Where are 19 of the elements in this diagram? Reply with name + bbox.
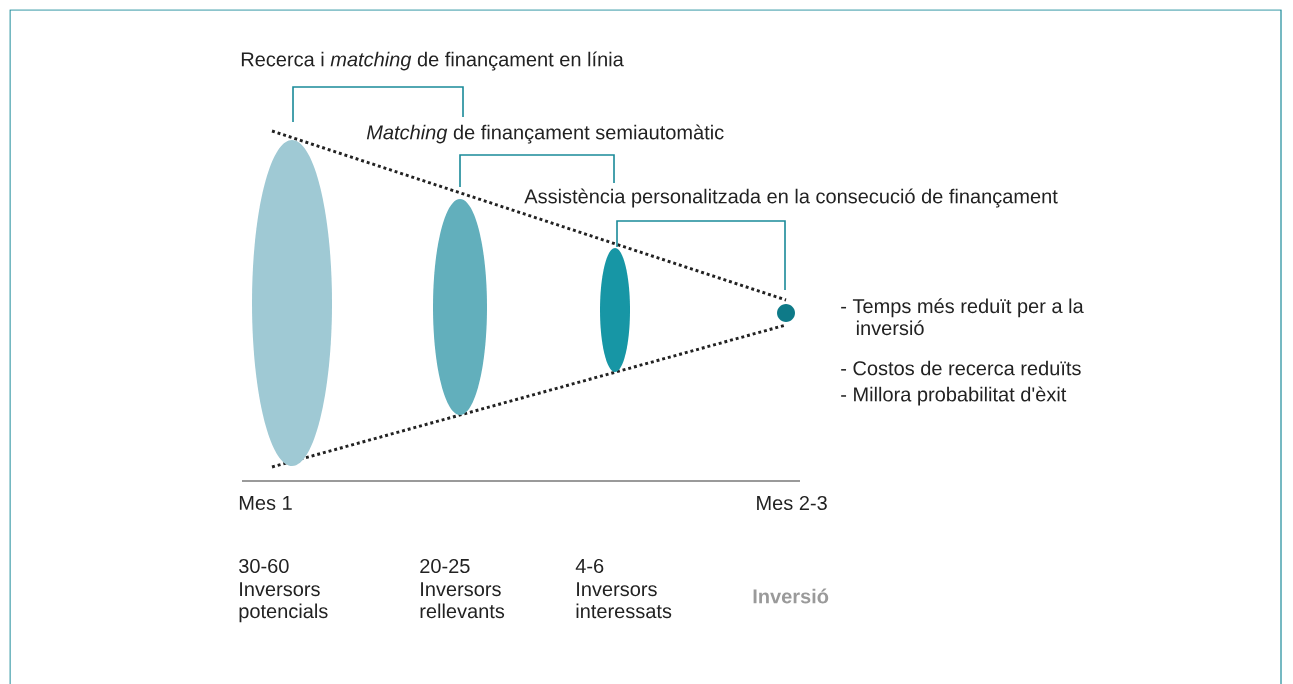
bullet-item: - Temps més reduït per a la inversió: [841, 298, 1084, 336]
outcome-label: Inversió: [753, 588, 829, 604]
ellipse-shape: [433, 199, 487, 415]
count-label: 30-60: [239, 558, 289, 574]
column-label: Inversors interessats: [576, 582, 672, 619]
bracket-label: Recerca i matching de finançament en línia: [241, 51, 624, 71]
column-label: Inversors potencials: [239, 582, 328, 623]
bracket-label: Assistència personalitzada en la consecució de finançament: [524, 188, 1058, 208]
count-label: 4-6: [575, 558, 604, 574]
ellipse-shape: [252, 140, 332, 466]
bullet-item: - Costos de recerca reduïts: [841, 360, 1081, 376]
bullet-item: - Millora probabilitat d'èxit: [841, 386, 1067, 406]
dot: [777, 304, 795, 322]
axis-label: Mes 2-3: [757, 495, 827, 511]
ellipse-shape: [600, 248, 630, 372]
count-label: 20-25: [420, 558, 470, 574]
column-label: Inversors rellevants: [420, 582, 505, 619]
axis-label: Mes 1: [239, 496, 292, 510]
bracket-label: Matching de finançament semiautomàtic: [366, 124, 724, 144]
